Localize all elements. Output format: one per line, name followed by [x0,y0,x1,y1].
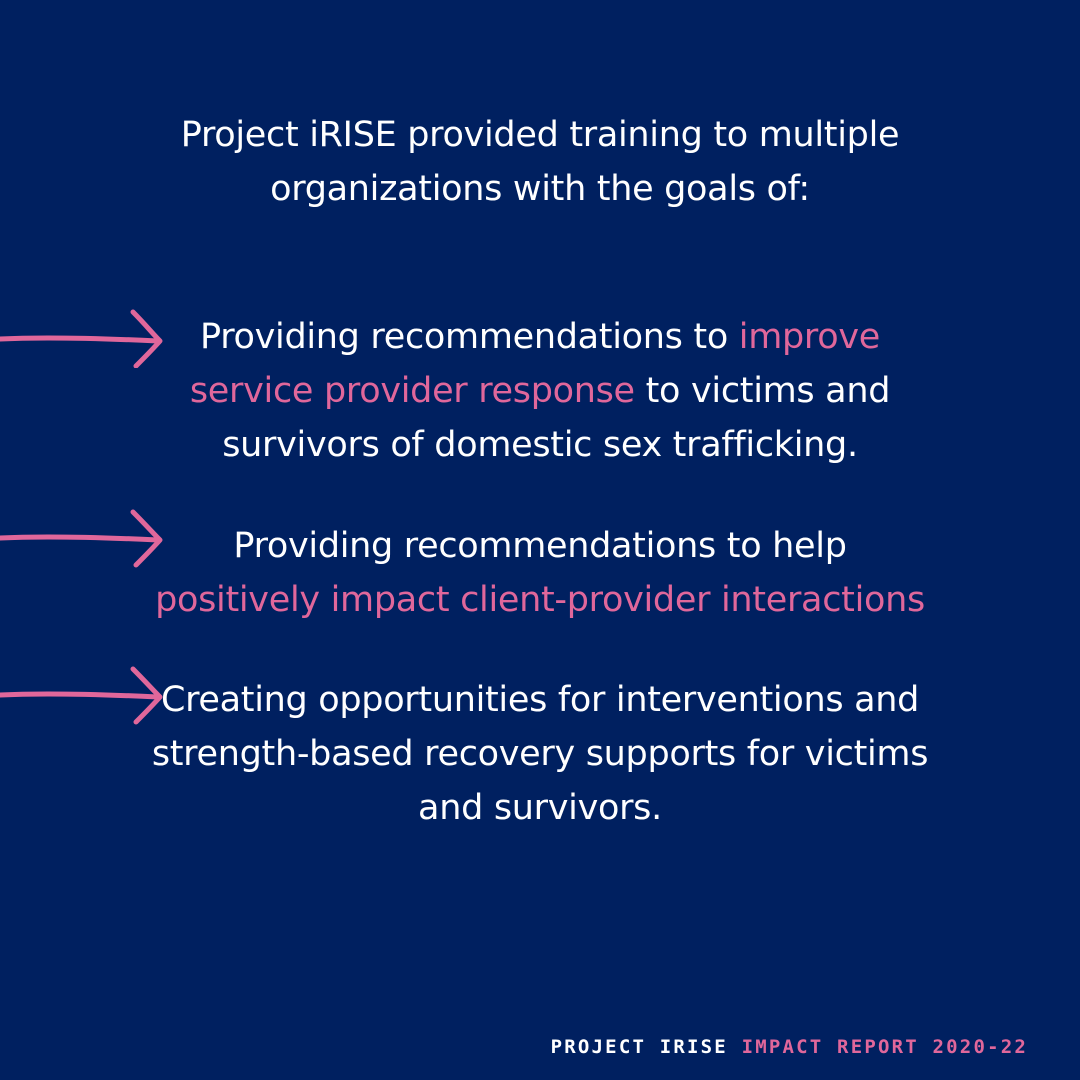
goal-item-3: Creating opportunities for interventions… [140,673,940,835]
goal-1-text: Providing recommendations to [200,317,739,357]
goal-2-text: Providing recommendations to help [233,526,847,566]
goal-item-1: Providing recommendations to improve ser… [140,310,940,472]
footer-brand: PROJECT IRISE [550,1036,728,1058]
goal-2-highlight: positively impact client-provider intera… [155,580,925,620]
goal-1-text-end: to victims and survivors of domestic sex… [222,371,891,465]
arrow-right-icon [0,309,163,368]
intro-line-2: organizations with the goals of: [270,169,810,209]
arrow-right-icon [0,666,163,725]
goal-1-highlight: improve service provider response [189,317,880,411]
footer-report-title: IMPACT REPORT 2020-22 [741,1036,1028,1058]
goal-3-text: Creating opportunities for interventions… [151,680,929,828]
report-footer: PROJECT IRISE IMPACT REPORT 2020-22 [551,1036,1028,1058]
intro-text: Project iRISE provided training to multi… [90,108,990,216]
goal-item-2: Providing recommendations to help positi… [100,519,980,627]
arrow-right-icon [0,509,163,568]
intro-line-1: Project iRISE provided training to multi… [180,115,900,155]
